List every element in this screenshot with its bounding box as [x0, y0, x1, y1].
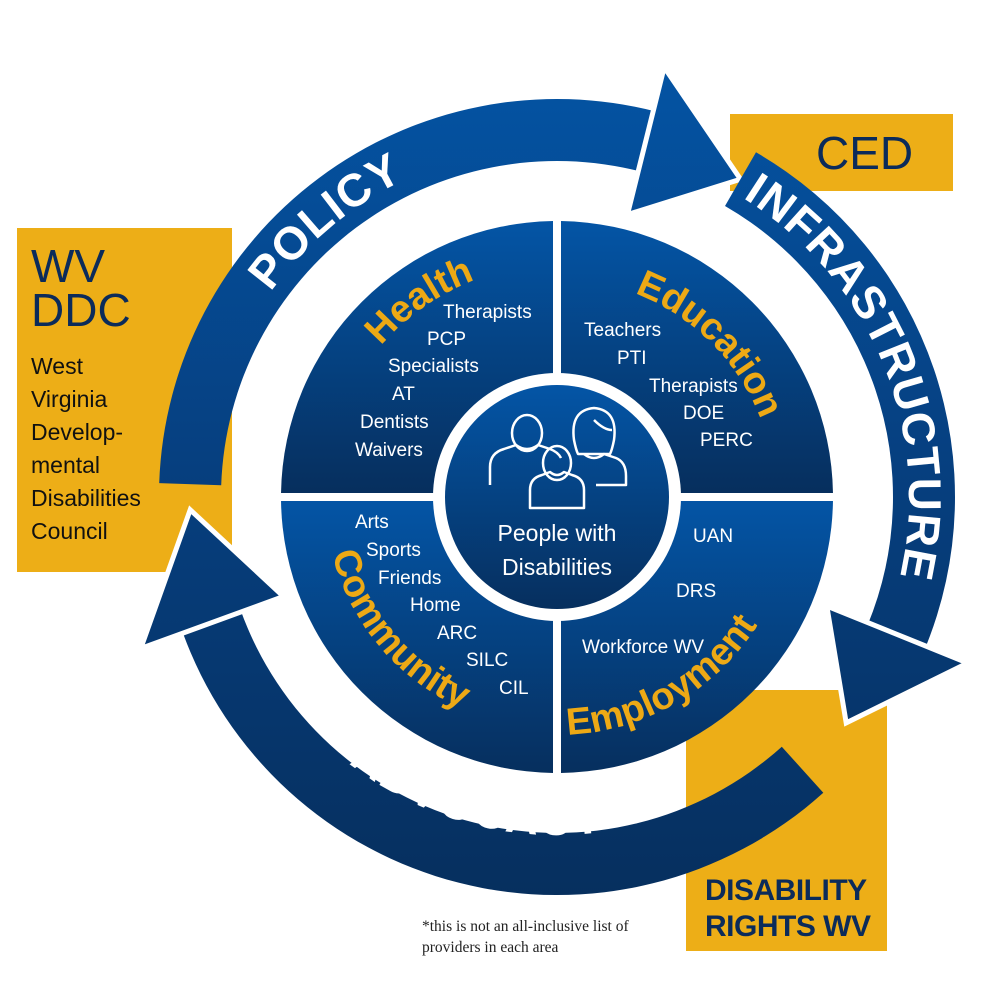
- community-items: Arts Sports Friends Home ARC SILC CIL: [355, 512, 529, 699]
- infrastructure-arrow-head: [823, 602, 974, 727]
- education-item: Teachers: [584, 320, 661, 341]
- center-label-line1: People with: [498, 520, 617, 546]
- health-item: AT: [392, 384, 415, 405]
- wvddc-name-line: Develop-: [31, 419, 124, 445]
- policy-label: POLICY: [237, 142, 409, 298]
- employment-item: DRS: [676, 581, 716, 602]
- drwv-line1: DISABILITY: [705, 874, 867, 907]
- employment-item: Workforce WV: [582, 637, 704, 658]
- cycle-arrows: [136, 61, 974, 896]
- policy-arrow: [159, 61, 745, 486]
- people-group-icon: [488, 406, 628, 510]
- infrastructure-arrow-body: [725, 152, 956, 650]
- health-items: Therapists PCP Specialists AT Dentists W…: [355, 302, 532, 461]
- center-label-line2: Disabilities: [502, 554, 612, 580]
- education-item: PTI: [617, 348, 647, 369]
- advocacy-arrow: [136, 505, 824, 896]
- community-item: SILC: [466, 650, 508, 671]
- education-items: Teachers PTI Therapists DOE PERC: [584, 320, 753, 451]
- wvddc-abbr-line1: WV: [31, 240, 106, 292]
- policy-arrow-head: [623, 61, 745, 219]
- drwv-label: DISABILITY RIGHTS WV: [705, 873, 871, 945]
- policy-arrow-body: [159, 98, 657, 486]
- advocacy-arrow-head: [136, 505, 289, 653]
- education-item: PERC: [700, 430, 753, 451]
- community-item: ARC: [437, 623, 477, 644]
- education-item: DOE: [683, 403, 724, 424]
- footnote: *this is not an all-inclusive list of pr…: [422, 918, 629, 956]
- health-item: Waivers: [355, 440, 423, 461]
- wvddc-name-line: mental: [31, 452, 101, 478]
- wvddc-name: West Virginia Develop- mental Disabiliti…: [31, 350, 141, 548]
- ced-label: CED: [816, 127, 914, 179]
- ced-box: CED: [730, 114, 953, 191]
- community-item: Sports: [366, 540, 421, 561]
- infrastructure-arrow: [725, 152, 974, 727]
- employment-items: UAN DRS Workforce WV: [582, 526, 733, 658]
- community-item: CIL: [499, 678, 529, 699]
- center-circle: People with Disabilities: [433, 373, 681, 621]
- employment-item: UAN: [693, 526, 733, 547]
- health-item: Specialists: [388, 356, 479, 377]
- wvddc-name-line: West: [31, 353, 83, 379]
- wvddc-name-line: Council: [31, 518, 108, 544]
- wvddc-abbr-line2: DDC: [31, 284, 131, 336]
- wvddc-abbr: WV DDC: [31, 240, 131, 336]
- community-item: Arts: [355, 512, 389, 533]
- health-item: PCP: [427, 329, 466, 350]
- health-item: Dentists: [360, 412, 429, 433]
- education-item: Therapists: [649, 376, 738, 397]
- advocacy-arrow-body: [181, 609, 824, 896]
- drwv-line2: RIGHTS WV: [705, 910, 871, 943]
- community-item: Home: [410, 595, 461, 616]
- wvddc-name-line: Virginia: [31, 386, 108, 412]
- wvddc-name-line: Disabilities: [31, 485, 141, 511]
- health-item: Therapists: [443, 302, 532, 323]
- community-item: Friends: [378, 568, 441, 589]
